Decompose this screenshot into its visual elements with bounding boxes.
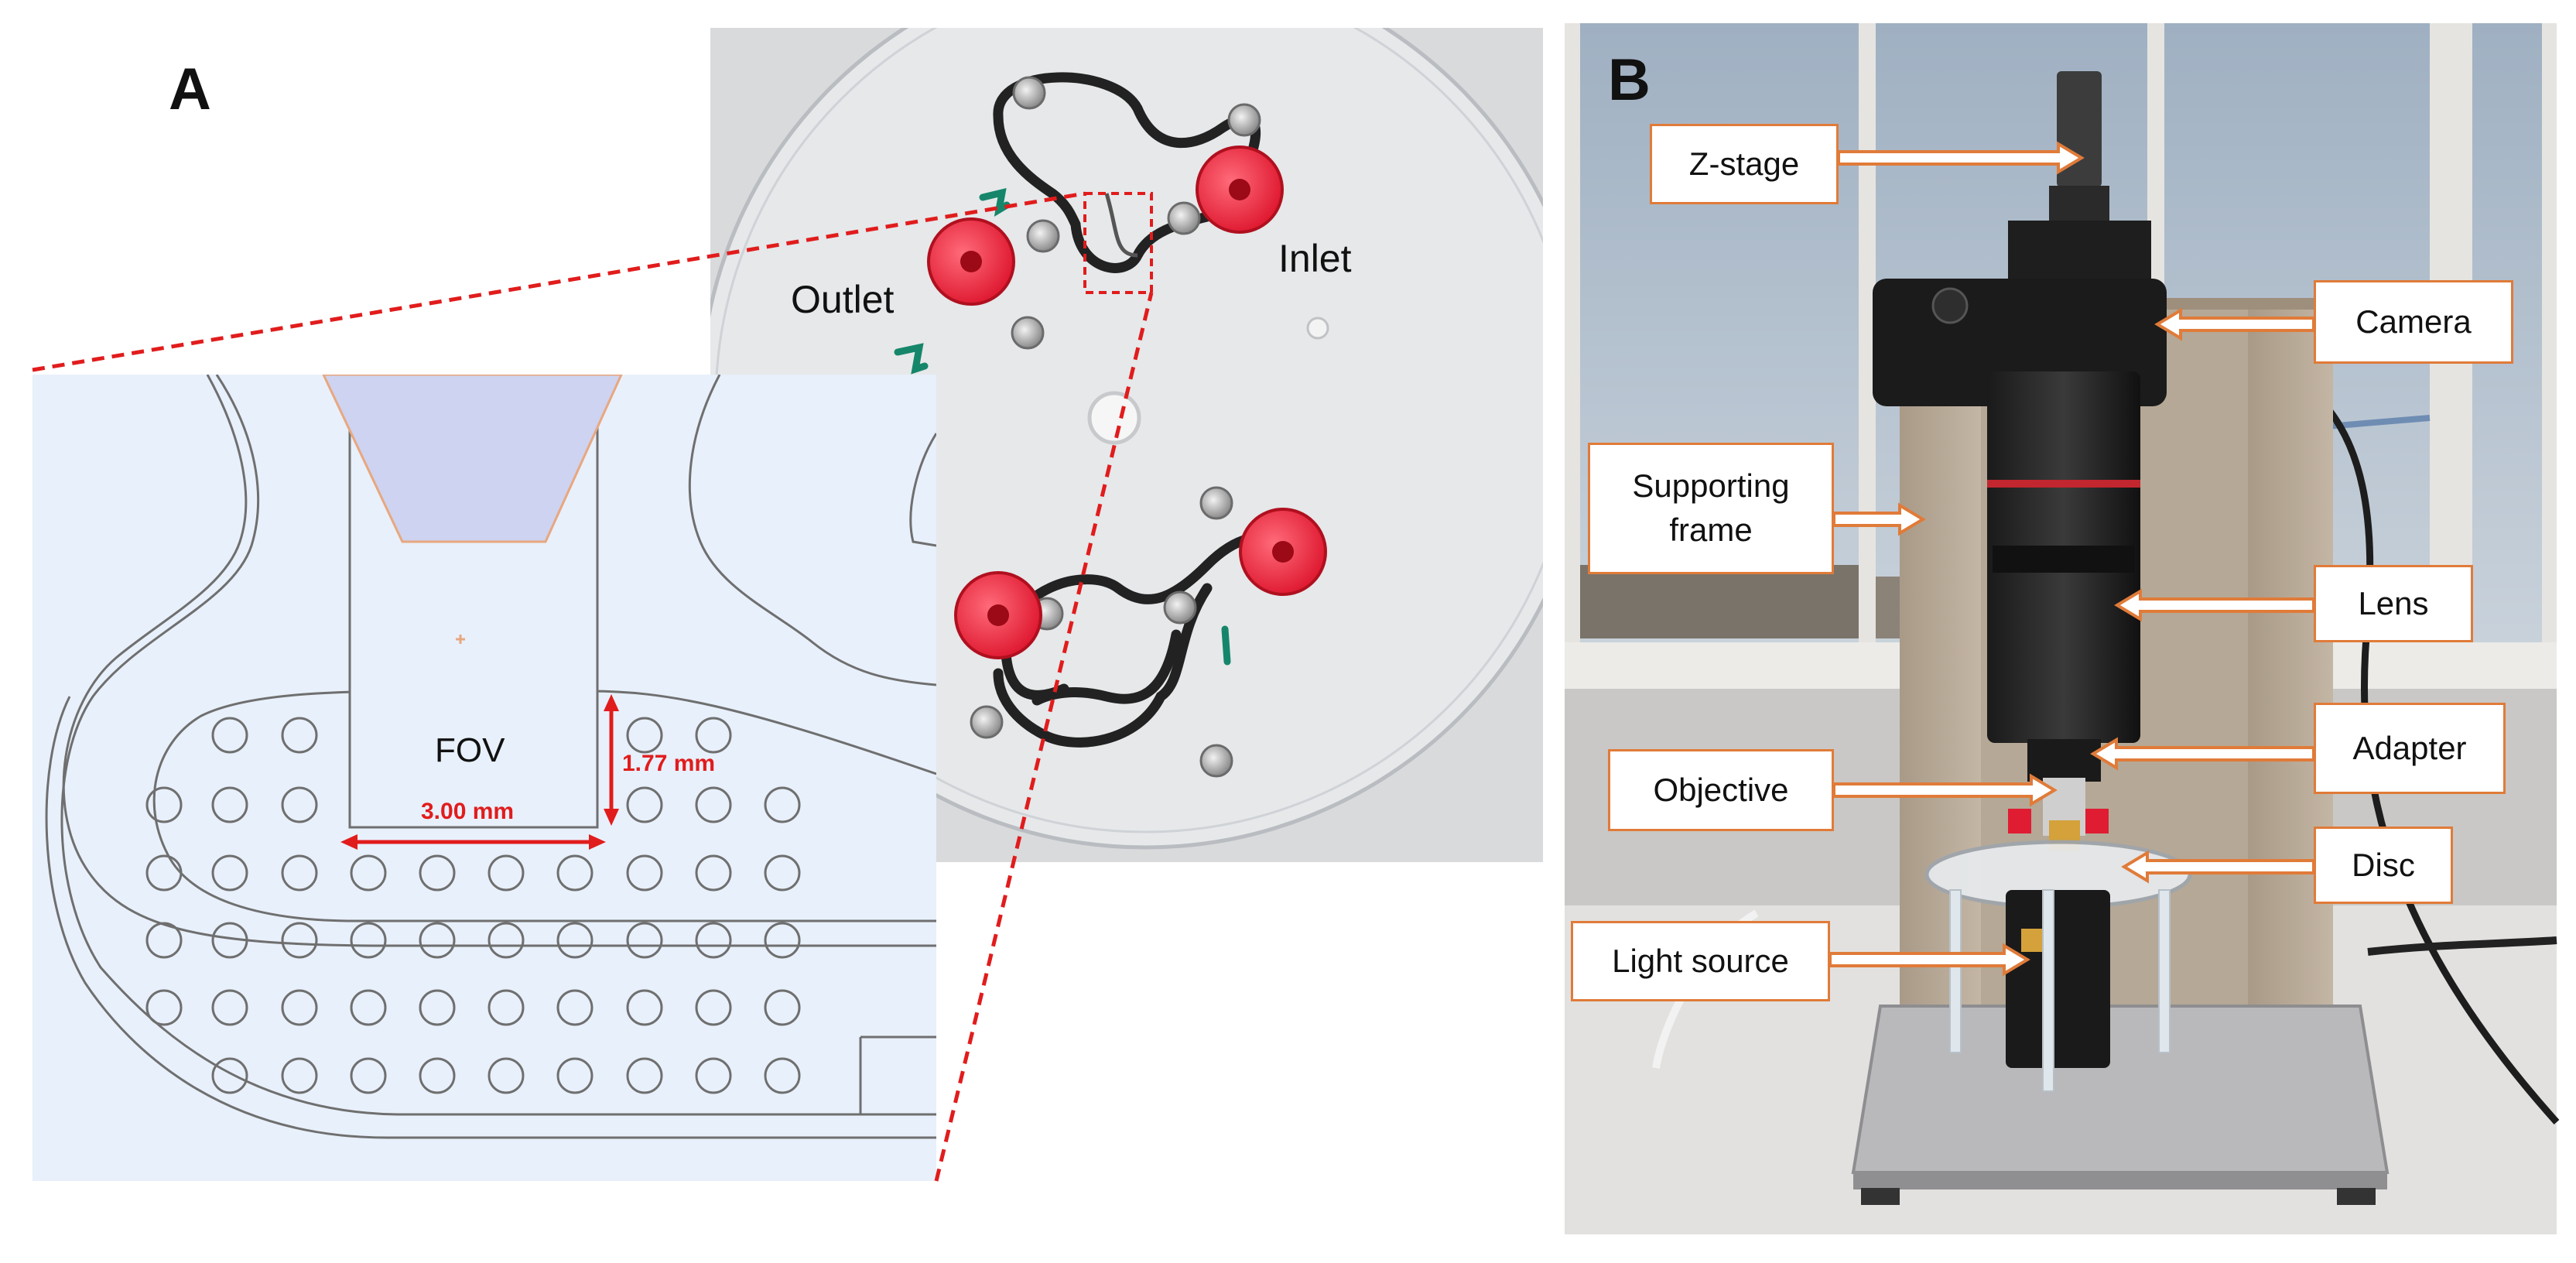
zoom-region-marker bbox=[1083, 192, 1153, 294]
callout-adapter: Adapter bbox=[2314, 703, 2506, 794]
callout-camera: Camera bbox=[2314, 280, 2513, 364]
callout-z-stage: Z-stage bbox=[1650, 124, 1839, 204]
fov-label: FOV bbox=[435, 731, 505, 769]
callout-disc: Disc bbox=[2314, 827, 2453, 904]
inlet-label: Inlet bbox=[1278, 237, 1352, 280]
outlet-label: Outlet bbox=[791, 278, 895, 321]
pillar-grid bbox=[145, 717, 801, 1094]
callout-supporting-frame: Supporting frame bbox=[1588, 443, 1834, 574]
chamber-schematic bbox=[32, 375, 936, 1181]
callout-light-source: Light source bbox=[1571, 921, 1830, 1001]
panel-label-b: B bbox=[1608, 47, 1651, 113]
height-dimension-label: 1.77 mm bbox=[622, 751, 716, 776]
red-fittings bbox=[927, 145, 1327, 659]
width-dimension-label: 3.00 mm bbox=[421, 799, 515, 824]
zoom-connector-lines bbox=[32, 191, 1154, 1182]
callout-arrows bbox=[1829, 141, 2315, 977]
panel-label-a: A bbox=[169, 56, 211, 122]
dimension-arrows bbox=[340, 694, 619, 850]
callout-objective: Objective bbox=[1608, 749, 1834, 831]
callout-lens: Lens bbox=[2314, 565, 2473, 642]
